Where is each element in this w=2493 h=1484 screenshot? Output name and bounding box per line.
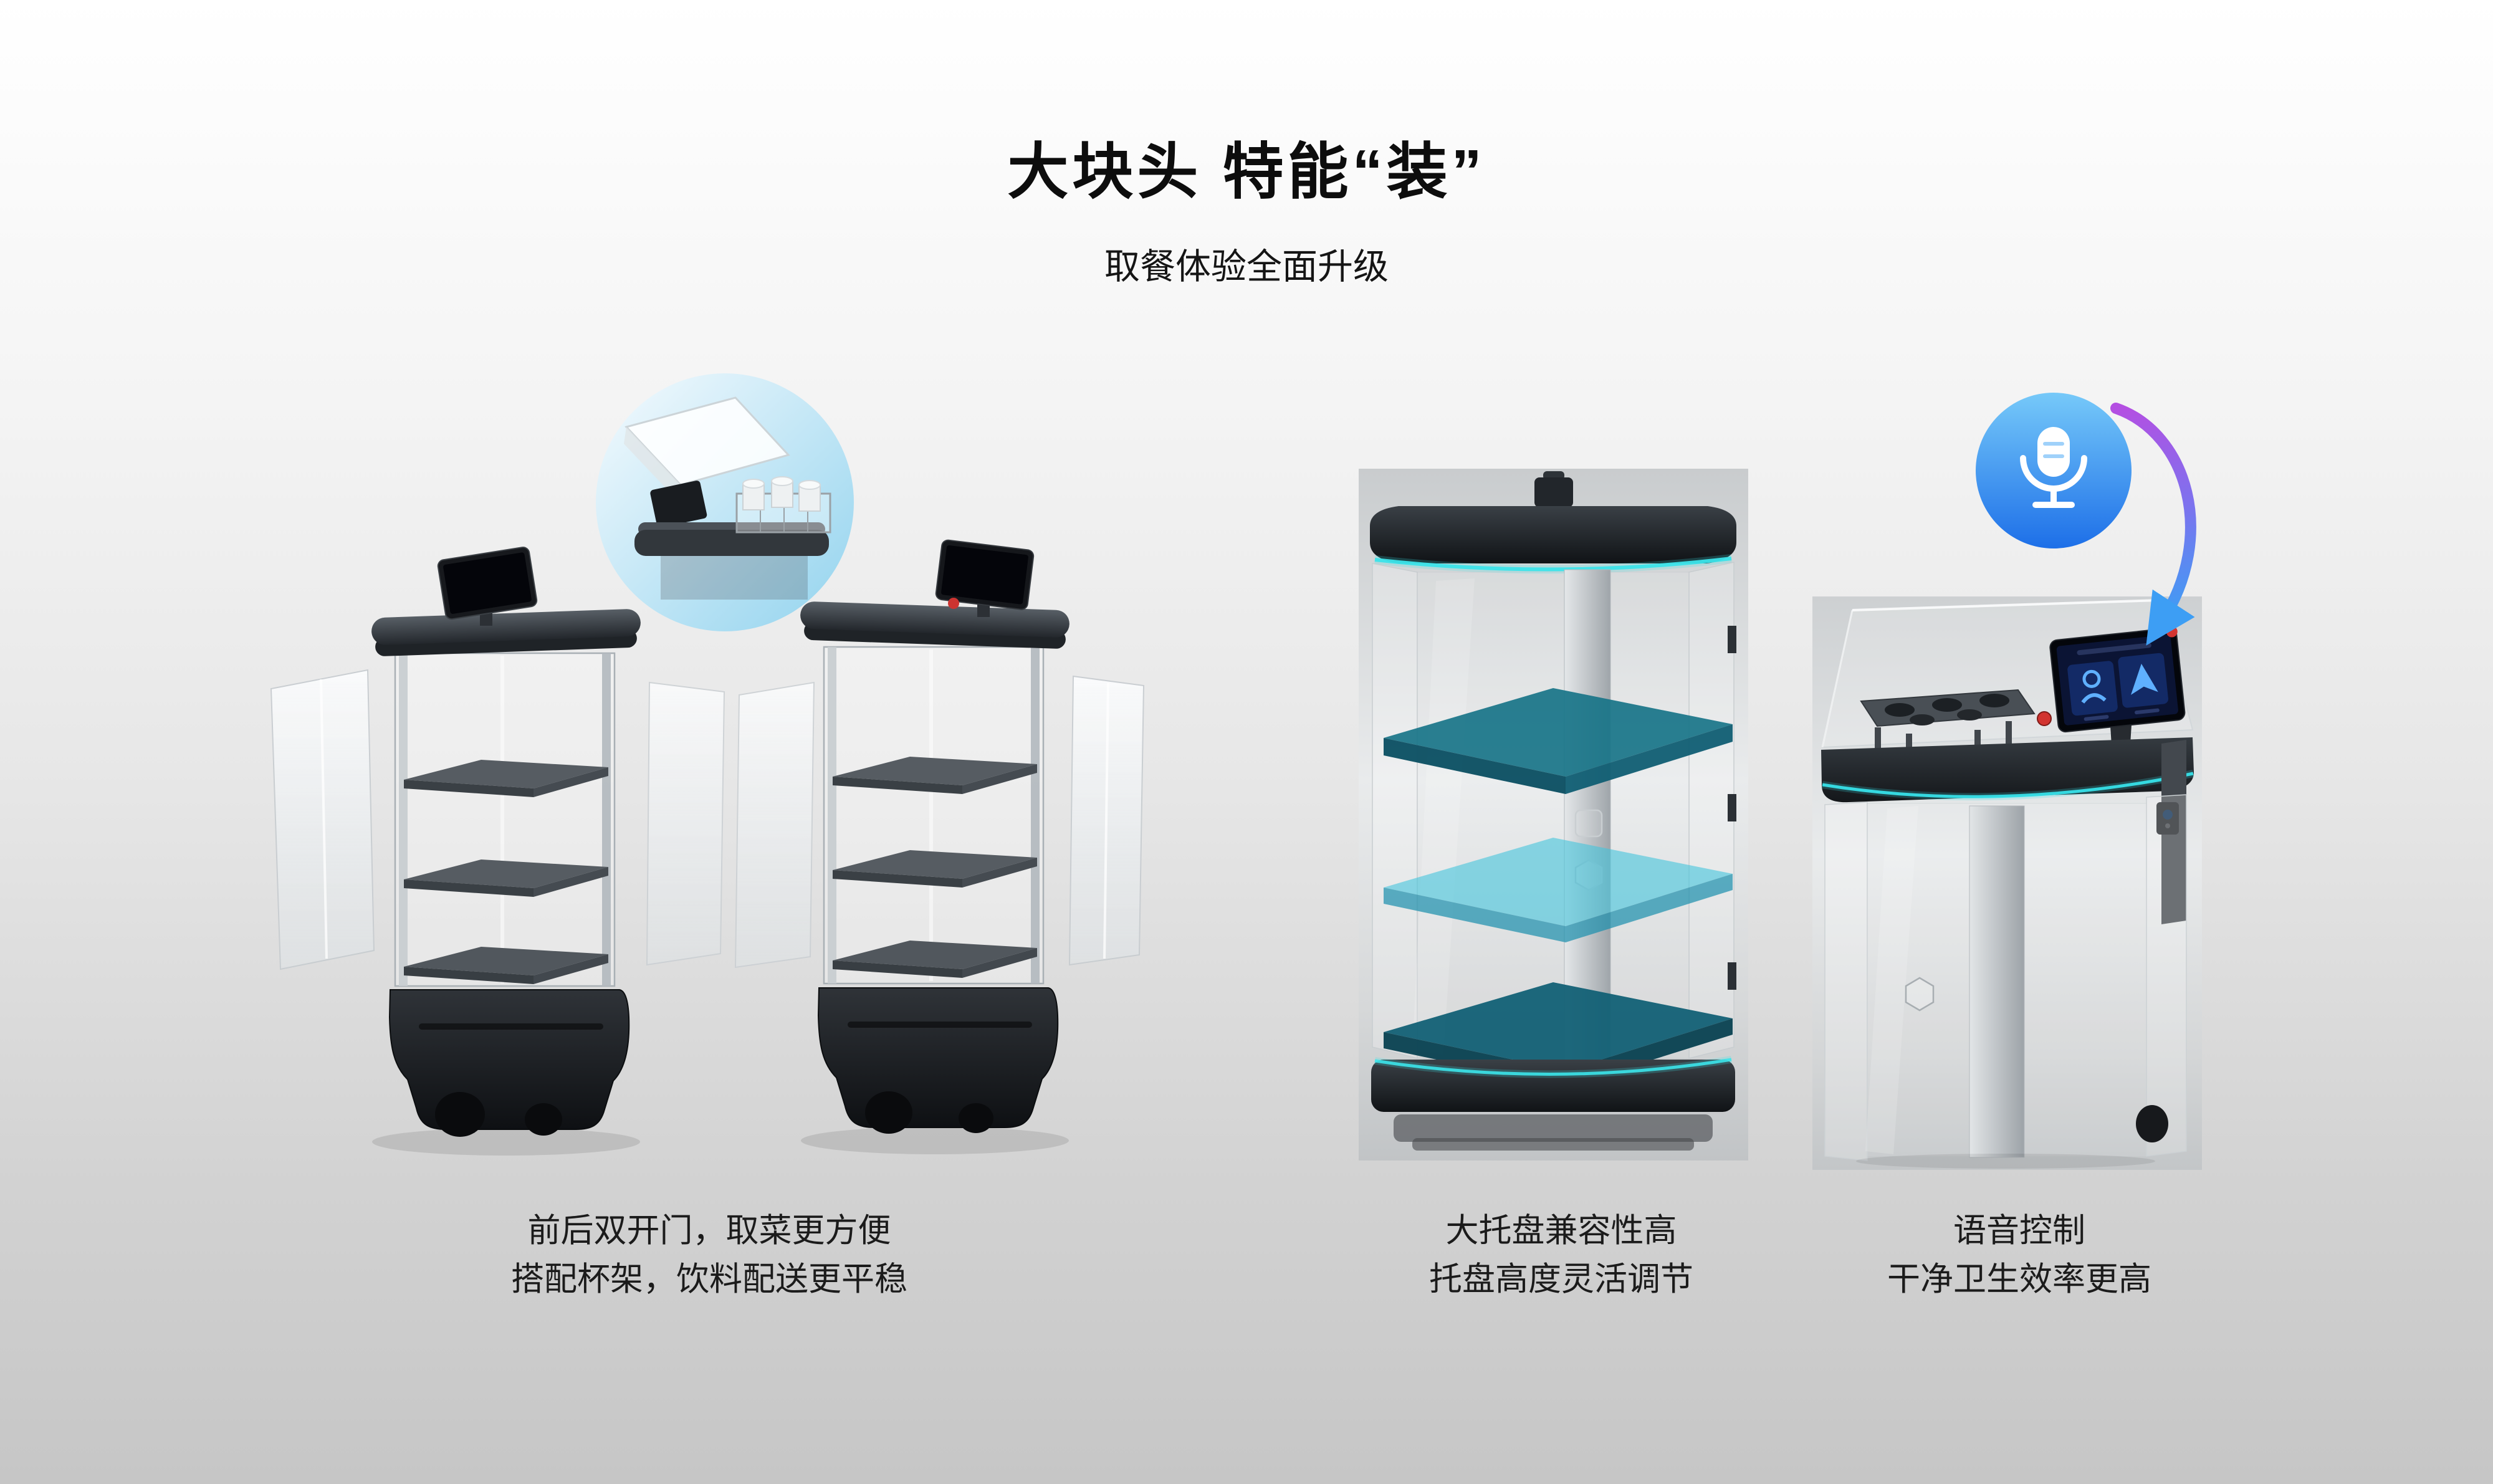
wheel: [2136, 1105, 2168, 1142]
robot-right-shadow: [801, 1127, 1069, 1154]
voice-annotation: [1963, 374, 2225, 667]
caption-voice-line1: 语音控制: [1953, 1212, 2085, 1249]
door-hinge: [1728, 626, 1736, 653]
page-title: 大块头 特能“装”: [1007, 137, 1486, 206]
voice-annotation-svg: [1976, 393, 2196, 646]
cabinet-top: [1370, 506, 1736, 563]
robot-left-trays: [404, 760, 608, 984]
robot-right-wheel: [865, 1091, 912, 1134]
robot-left-wheel: [435, 1092, 485, 1137]
caption-voice: 语音控制 干净卫生效率更高: [1739, 1207, 2300, 1304]
caption-trays-line1: 大托盘兼容性高: [1445, 1212, 1677, 1249]
cup-rack: [1860, 689, 2036, 761]
navigation-arrow-icon: [2130, 663, 2158, 695]
center-pillar: [1969, 805, 2025, 1158]
voice-control-svg: [1812, 596, 2202, 1170]
curved-arrow-icon: [2110, 403, 2196, 646]
cabinet-base: [1371, 1060, 1735, 1112]
tray-feature-photo: [1359, 469, 1748, 1161]
tray-bottom: [1384, 982, 1733, 1071]
glass-wall-right: [1688, 562, 1735, 1059]
person-icon: [2082, 669, 2101, 688]
cyan-accent-line-bottom: [1374, 1058, 1732, 1076]
tray-feature-svg: [1359, 469, 1748, 1161]
brand-logo-hexagon: [1905, 977, 1935, 1012]
robot-left-tabletop: [371, 609, 641, 645]
cyan-accent-line: [1822, 772, 2194, 798]
cups: [742, 476, 821, 512]
double-door-robots-illustration: [262, 361, 1147, 1184]
door-hinge: [1728, 962, 1736, 990]
inset-tablet: [650, 481, 707, 528]
robot-right-caster: [959, 1103, 993, 1133]
robot-left-glass-body: [394, 652, 616, 987]
glass-wall-left: [1824, 802, 1868, 1161]
robot-left-caster: [525, 1103, 562, 1136]
counter-top: [1821, 737, 2194, 803]
screen-tile-assistant: [2067, 661, 2118, 716]
robot-left-tablet-screen: [437, 547, 538, 620]
cup-holder-inset: [596, 373, 854, 631]
caption-doors: 前后双开门，取菜更方便 搭配杯架，饮料配送更平稳: [429, 1207, 990, 1304]
emergency-stop-button: [948, 598, 959, 609]
robot-left-base: [388, 989, 630, 1130]
door-hinge: [1728, 794, 1736, 821]
caption-trays: 大托盘兼容性高 托盘高度灵活调节: [1281, 1207, 1842, 1304]
page-subtitle: 取餐体验全面升级: [1104, 247, 1389, 287]
caption-doors-line1: 前后双开门，取菜更方便: [527, 1212, 891, 1249]
caption-voice-line2: 干净卫生效率更高: [1887, 1261, 2151, 1298]
robot-right-tabletop: [800, 601, 1069, 638]
inset-tabletop: [634, 530, 829, 556]
robot-right-tablet-screen: [935, 539, 1035, 610]
tray-middle: [1384, 838, 1733, 926]
robot-right-glass-body: [823, 646, 1045, 985]
robot-right-base: [817, 987, 1059, 1128]
cyan-accent-line-top: [1374, 557, 1732, 572]
glass-wall-left: [1372, 563, 1418, 1059]
robot-left-shadow: [372, 1128, 640, 1156]
brand-logo-square: [1574, 809, 1603, 838]
microphone-icon: [2020, 427, 2087, 508]
robot-head-screen: [2049, 626, 2186, 733]
robot-left: [371, 547, 641, 1137]
robot-right: [800, 539, 1069, 1134]
highlighted-trays: [1384, 688, 1733, 1087]
open-door-panels: [270, 669, 1145, 970]
top-sensor: [1534, 477, 1573, 507]
voice-control-photo: [1812, 596, 2202, 1170]
center-pillar: [1564, 569, 1611, 1063]
caption-doors-line2: 搭配杯架，饮料配送更平稳: [511, 1261, 907, 1298]
tray-top: [1384, 688, 1733, 777]
double-door-robots-svg: [270, 373, 1145, 1156]
glass-wall-right: [2146, 794, 2187, 1157]
caption-trays-line2: 托盘高度灵活调节: [1429, 1261, 1693, 1298]
emergency-stop-button: [2037, 711, 2052, 726]
robot-right-trays: [833, 757, 1037, 978]
